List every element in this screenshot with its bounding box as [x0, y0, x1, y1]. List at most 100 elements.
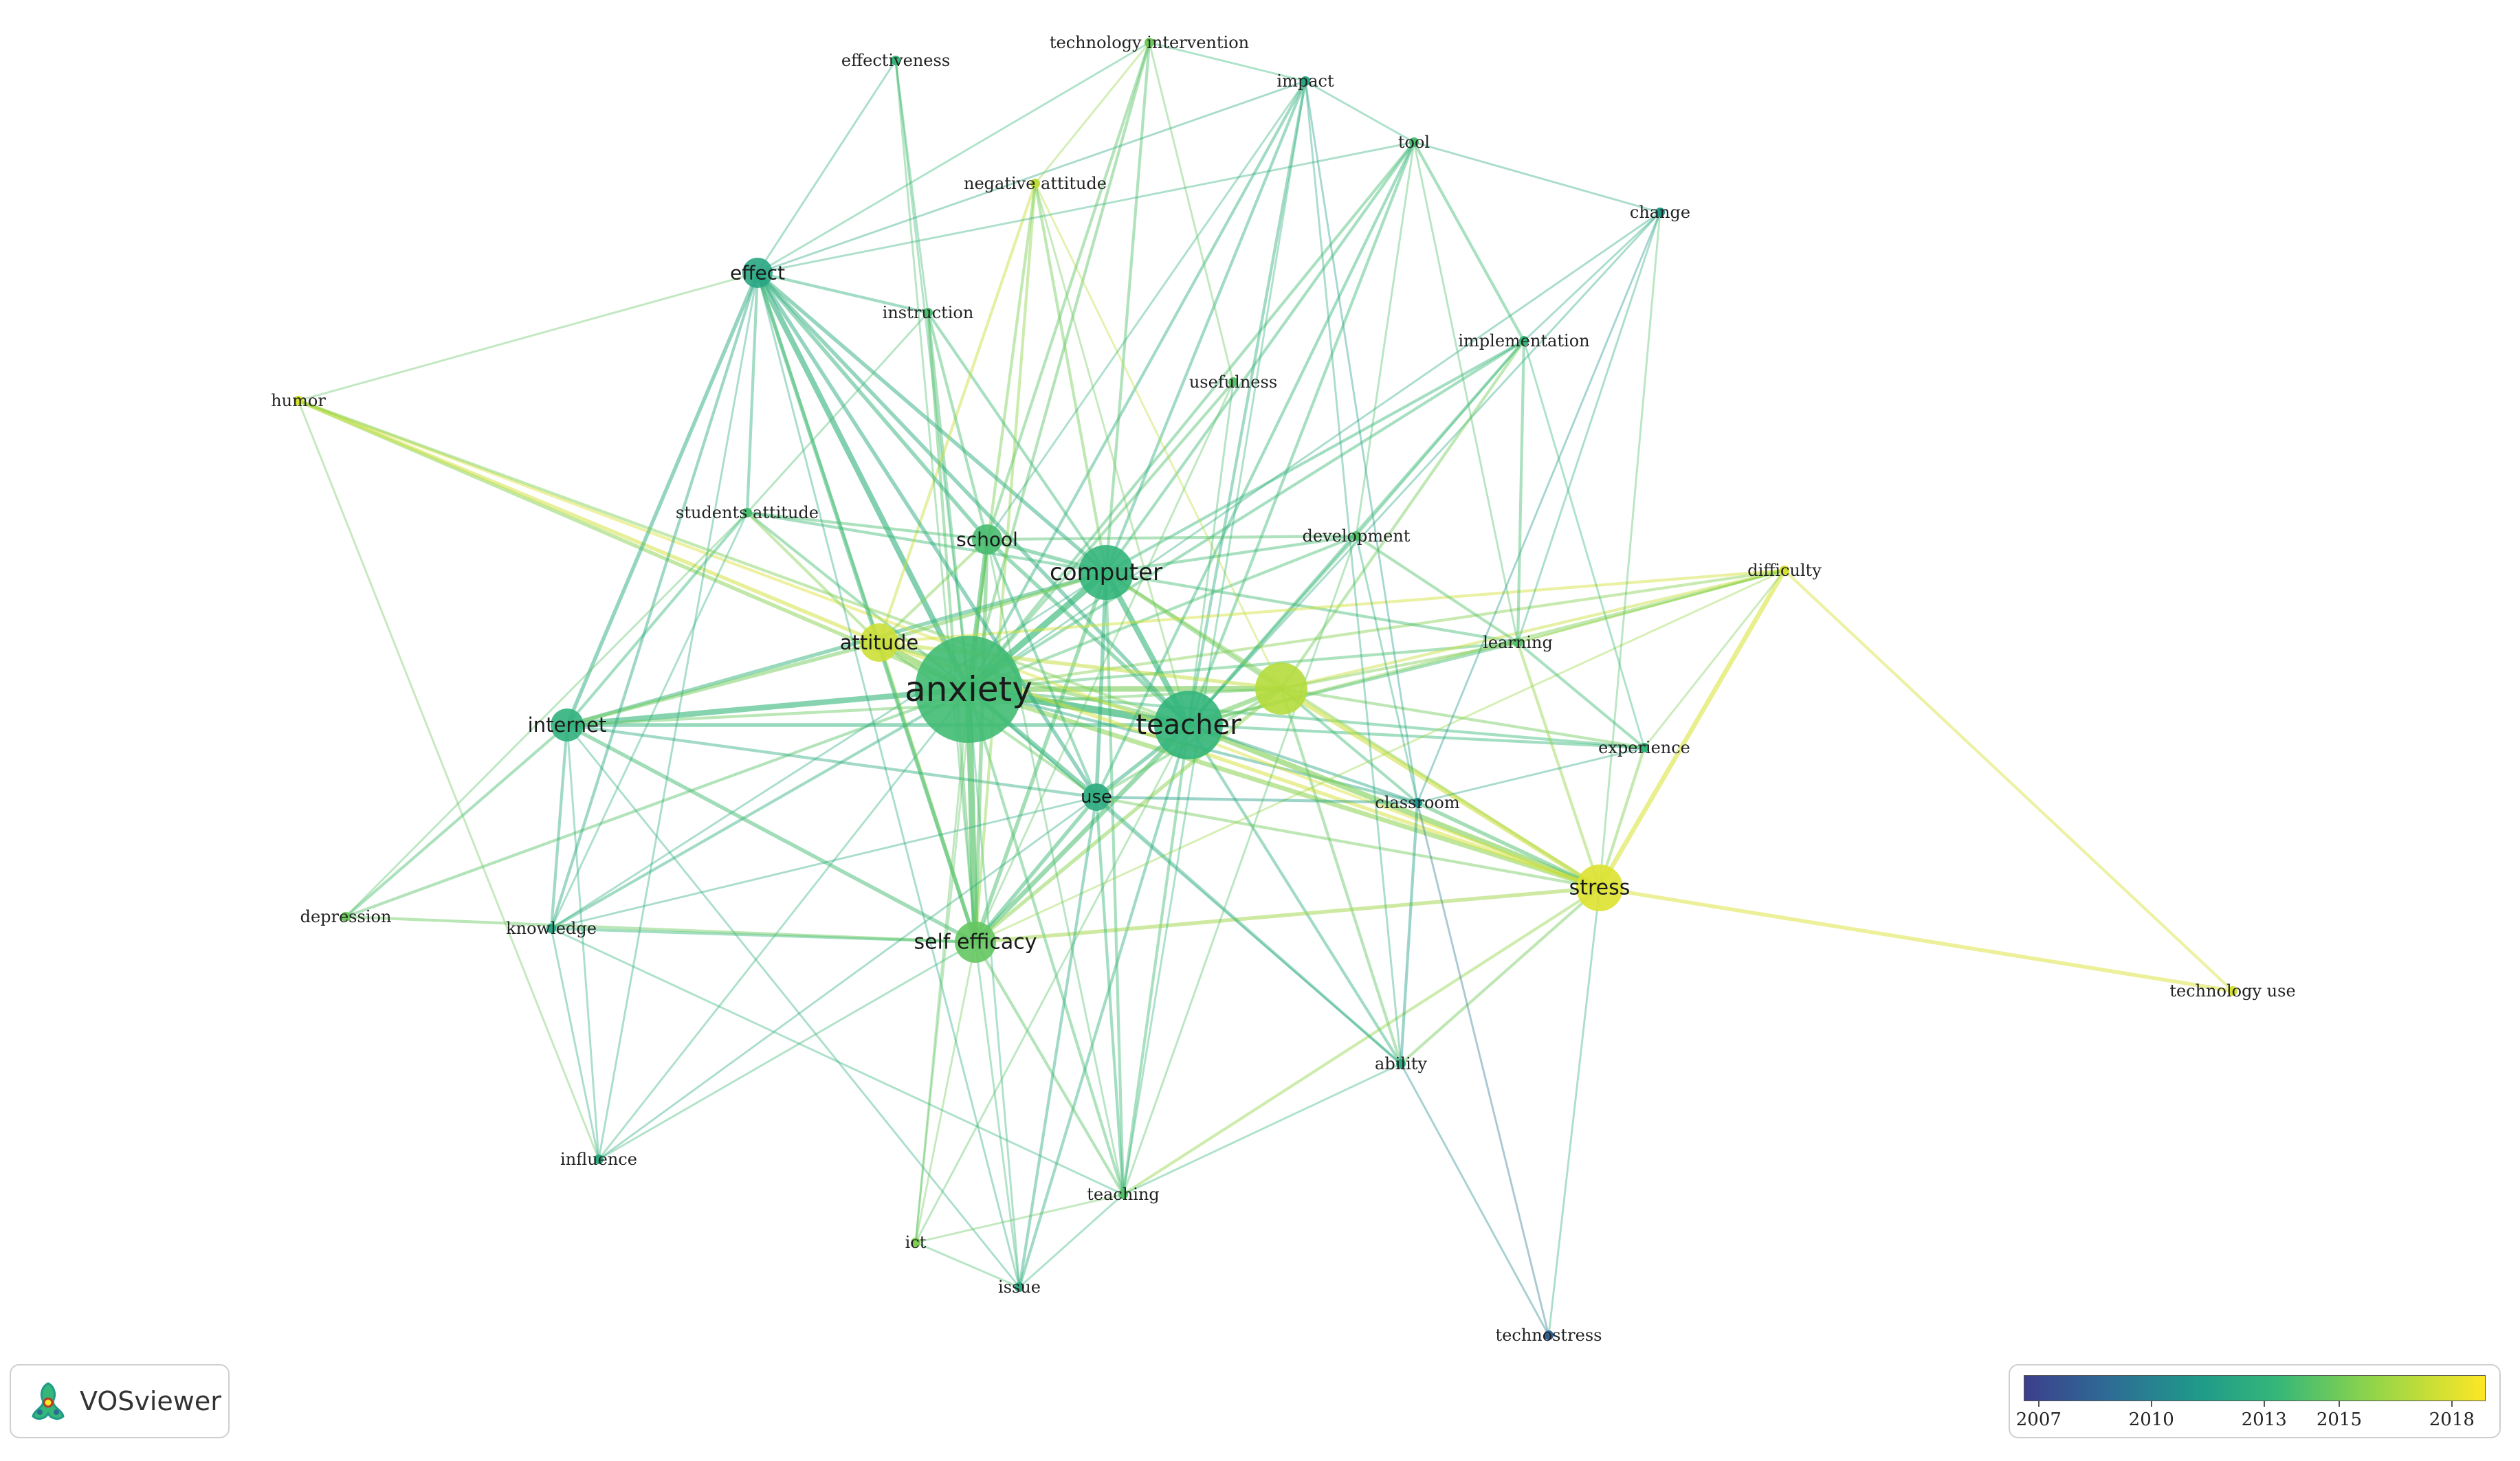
node-instruction[interactable]	[923, 308, 933, 317]
edge-stress--classroom	[1415, 801, 1602, 890]
node-tool[interactable]	[1409, 137, 1419, 147]
edge-effect--impact	[756, 80, 1307, 274]
edge-tool--impact	[1304, 80, 1415, 144]
edge-computer--self-efficacy	[973, 570, 1108, 944]
node-ict[interactable]	[911, 1238, 920, 1247]
legend-tick-label: 2018	[2429, 1409, 2475, 1430]
edge-school--students-attitude	[745, 511, 989, 542]
node-technology-intervention[interactable]	[1145, 38, 1154, 47]
node-negative-attitude[interactable]	[1030, 179, 1040, 188]
node-computer[interactable]	[1079, 545, 1134, 600]
edge-teacher--teaching	[1121, 723, 1191, 1196]
edge-computer--attitude	[877, 570, 1108, 645]
edge-computer--negative-attitude	[1033, 181, 1108, 575]
node-label-humor: humor	[271, 391, 326, 410]
node-label-ict: ict	[905, 1233, 927, 1252]
network-edges	[296, 41, 2235, 1337]
node-label-effectiveness: effectiveness	[841, 51, 950, 70]
edge-anxiety--knowledge	[549, 687, 971, 930]
node-learning[interactable]	[1513, 638, 1523, 647]
node-students-attitude[interactable]	[742, 508, 752, 517]
node-school[interactable]	[972, 524, 1002, 555]
node-technology-use[interactable]	[2228, 986, 2237, 996]
edge-development--learning	[1354, 534, 1520, 645]
edge-school--teaching	[986, 538, 1125, 1196]
edge-use--influence	[597, 796, 1098, 1161]
edge-attitude--internet	[565, 640, 881, 727]
node-experience[interactable]	[1639, 743, 1649, 752]
node-depression[interactable]	[341, 912, 351, 922]
node-unlabeled-yellow[interactable]	[1255, 662, 1307, 715]
node-use[interactable]	[1083, 783, 1110, 811]
legend-tick-mark	[2451, 1401, 2453, 1407]
edge-change--classroom	[1416, 211, 1661, 804]
edge-computer--technology-intervention	[1104, 41, 1151, 575]
edge-attitude--humor	[296, 399, 881, 645]
node-label-students-attitude: students attitude	[676, 503, 819, 522]
node-self-efficacy[interactable]	[955, 922, 996, 963]
node-anxiety[interactable]	[915, 636, 1022, 743]
vosviewer-logo-icon	[32, 1382, 65, 1420]
edge-effect--students-attitude	[745, 271, 760, 515]
node-change[interactable]	[1655, 208, 1665, 217]
node-humor[interactable]	[294, 396, 303, 405]
edge-use--ability	[1094, 795, 1403, 1066]
edge-issue--ict	[914, 1241, 1021, 1289]
node-development[interactable]	[1351, 531, 1361, 541]
node-label-stress: stress	[1569, 876, 1631, 900]
node-difficulty[interactable]	[1780, 566, 1789, 575]
edge-teacher--experience	[1186, 723, 1646, 750]
edge-students-attitude--instruction	[746, 311, 929, 514]
node-label-learning: learning	[1483, 633, 1553, 652]
edge-implementation--learning	[1516, 339, 1526, 645]
node-ability[interactable]	[1396, 1059, 1406, 1069]
node-issue[interactable]	[1015, 1282, 1024, 1292]
edge-classroom--technostress	[1416, 801, 1550, 1337]
node-technostress[interactable]	[1544, 1330, 1554, 1340]
edge-use--teaching	[1094, 795, 1125, 1196]
legend-tick-mark	[2263, 1401, 2265, 1407]
node-teacher[interactable]	[1154, 691, 1223, 759]
edge-effect--knowledge	[549, 271, 760, 930]
edge-change--stress	[1598, 211, 1661, 889]
node-usefulness[interactable]	[1228, 377, 1238, 387]
edge-stress--difficulty	[1597, 568, 1787, 891]
edge-stress--ability	[1399, 886, 1602, 1066]
edge-computer--instruction	[926, 311, 1108, 575]
edge-internet--knowledge	[549, 723, 569, 930]
edge-self-efficacy--influence	[597, 941, 977, 1161]
edge-computer--use	[1094, 570, 1108, 799]
node-teaching[interactable]	[1118, 1190, 1128, 1199]
node-label-use: use	[1081, 787, 1112, 807]
edge-internet--influence	[566, 724, 600, 1161]
node-label-teacher: teacher	[1136, 709, 1241, 741]
edge-negative-attitude--teacher	[1034, 182, 1190, 726]
node-label-technology-use: technology use	[2169, 981, 2295, 1001]
node-influence[interactable]	[594, 1155, 604, 1164]
edge-teaching--issue	[1018, 1193, 1125, 1289]
edge-impact--classroom	[1304, 80, 1419, 804]
edge-usefulness--self-efficacy	[974, 381, 1235, 944]
edge-change--learning	[1516, 211, 1661, 644]
edge-teacher--stress	[1185, 722, 1603, 891]
node-impact[interactable]	[1301, 76, 1310, 86]
edge-computer--development	[1104, 534, 1358, 575]
node-knowledge[interactable]	[546, 924, 556, 933]
edge-unlabeled-yellow--negative-attitude	[1034, 182, 1283, 690]
node-label-attitude: attitude	[840, 631, 919, 654]
edge-internet--effect	[565, 271, 760, 727]
node-effectiveness[interactable]	[891, 56, 900, 65]
node-stress[interactable]	[1576, 865, 1623, 911]
node-attitude[interactable]	[860, 623, 898, 662]
edge-anxiety--implementation	[966, 339, 1526, 691]
node-internet[interactable]	[551, 709, 584, 741]
node-implementation[interactable]	[1519, 336, 1529, 346]
edge-teacher--development	[1186, 534, 1358, 727]
node-effect[interactable]	[742, 258, 773, 288]
node-label-implementation: implementation	[1458, 331, 1589, 350]
edge-impact--ability	[1304, 80, 1402, 1065]
edge-unlabeled-yellow--difficulty	[1279, 568, 1787, 691]
node-classroom[interactable]	[1413, 798, 1422, 807]
edge-unlabeled-yellow--classroom	[1279, 687, 1419, 805]
